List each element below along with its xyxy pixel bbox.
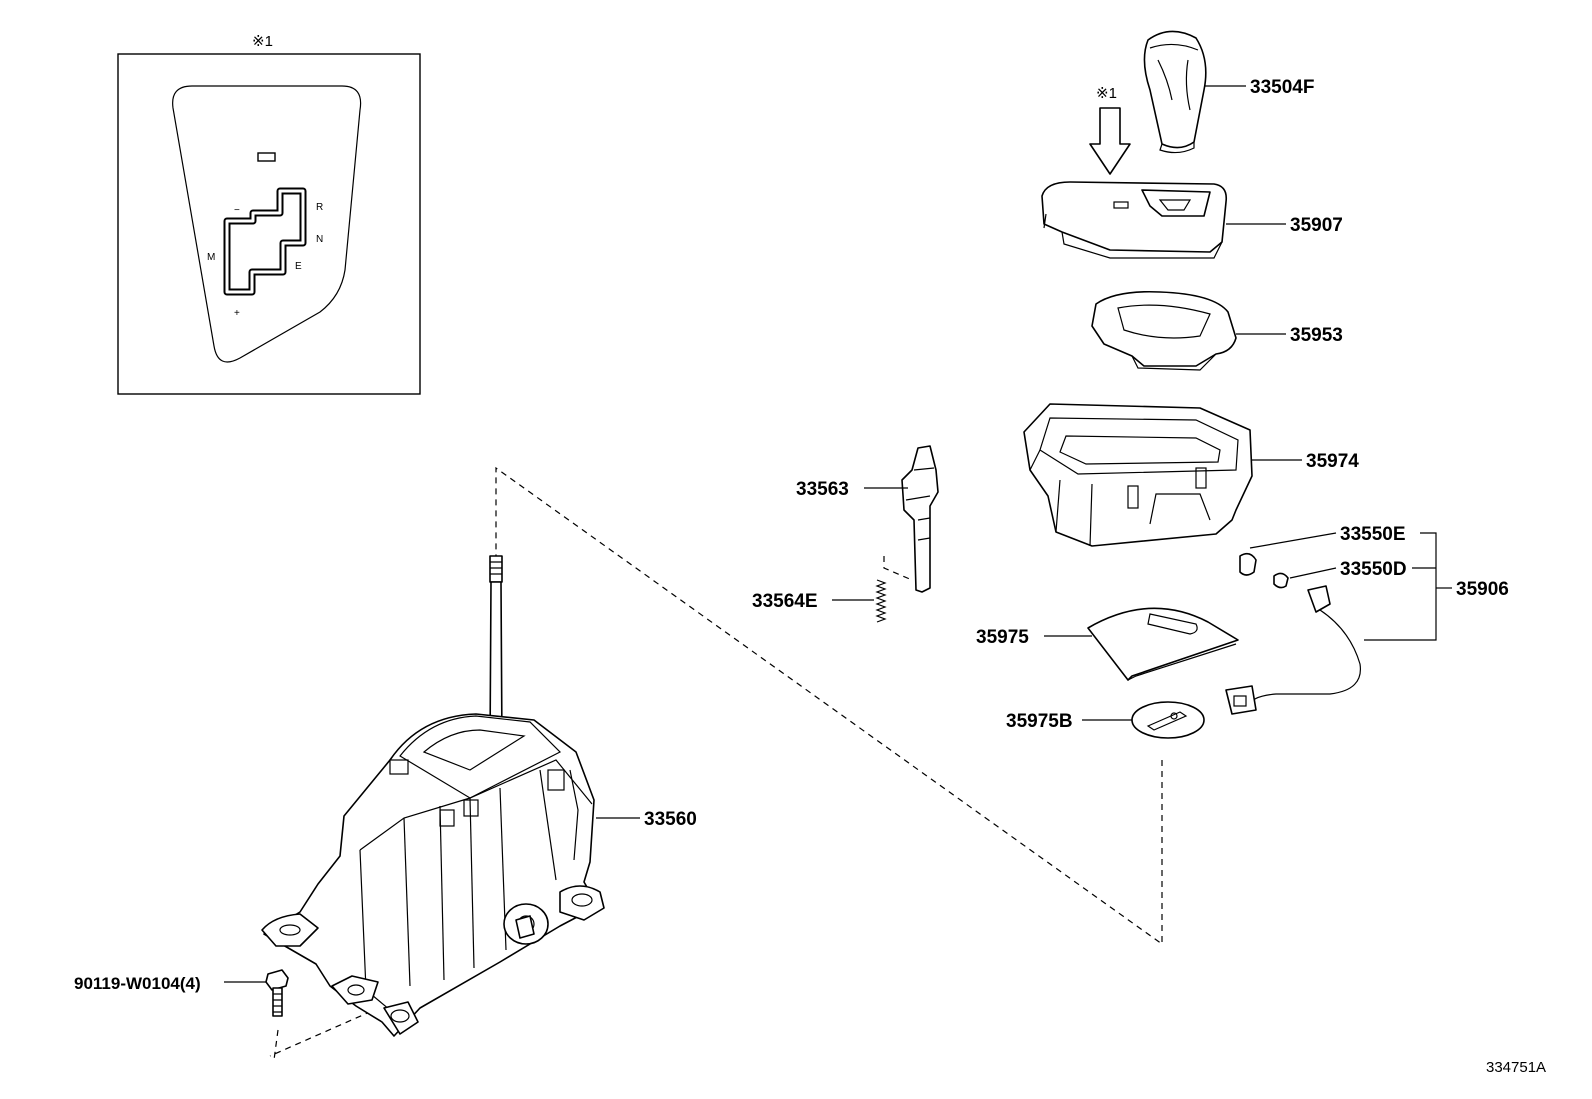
label-35975[interactable]: 35975 <box>976 627 1029 648</box>
shift-plate <box>1091 290 1286 371</box>
label-35975B[interactable]: 35975B <box>1006 711 1073 732</box>
gate-label-r: R <box>316 202 323 213</box>
label-33563[interactable]: 33563 <box>796 479 849 500</box>
mounting-bolt <box>224 969 289 1017</box>
arrow-ref-mark: ※1 <box>1096 85 1117 102</box>
inset-panel: ※1 R N E M − + <box>117 33 421 395</box>
inset-ref-mark: ※1 <box>252 33 273 50</box>
shift-bezel <box>1041 181 1286 259</box>
label-35907[interactable]: 35907 <box>1290 215 1343 236</box>
gate-label-e: E <box>295 261 302 272</box>
gate-label-m: M <box>207 252 215 263</box>
label-35906[interactable]: 35906 <box>1456 579 1509 600</box>
label-35974[interactable]: 35974 <box>1306 451 1359 472</box>
label-33560[interactable]: 33560 <box>644 809 697 830</box>
part-labels: 33504F 35907 35953 35974 33563 33564E 33… <box>74 77 1546 1076</box>
gate-label-n: N <box>316 234 323 245</box>
indicator-bulbs-and-wire <box>1225 532 1452 715</box>
label-33550E[interactable]: 33550E <box>1340 524 1406 545</box>
shift-lever-assembly <box>261 555 640 1037</box>
release-lever <box>864 445 939 593</box>
shift-housing <box>1023 403 1302 547</box>
lever-spring <box>832 579 887 623</box>
gate-label-plus: + <box>234 308 240 319</box>
gate-label-minus: − <box>234 205 240 216</box>
slide-disk <box>1082 701 1205 739</box>
view-arrow: ※1 <box>1089 85 1131 175</box>
slide-cover <box>1044 607 1239 681</box>
label-35953[interactable]: 35953 <box>1290 325 1343 346</box>
shift-knob <box>1143 30 1246 154</box>
label-33550D[interactable]: 33550D <box>1340 559 1407 580</box>
label-33504F[interactable]: 33504F <box>1250 77 1314 98</box>
diagram-id: 334751A <box>1486 1059 1546 1076</box>
label-90119-W0104[interactable]: 90119-W0104(4) <box>74 974 201 993</box>
label-33564E[interactable]: 33564E <box>752 591 818 612</box>
